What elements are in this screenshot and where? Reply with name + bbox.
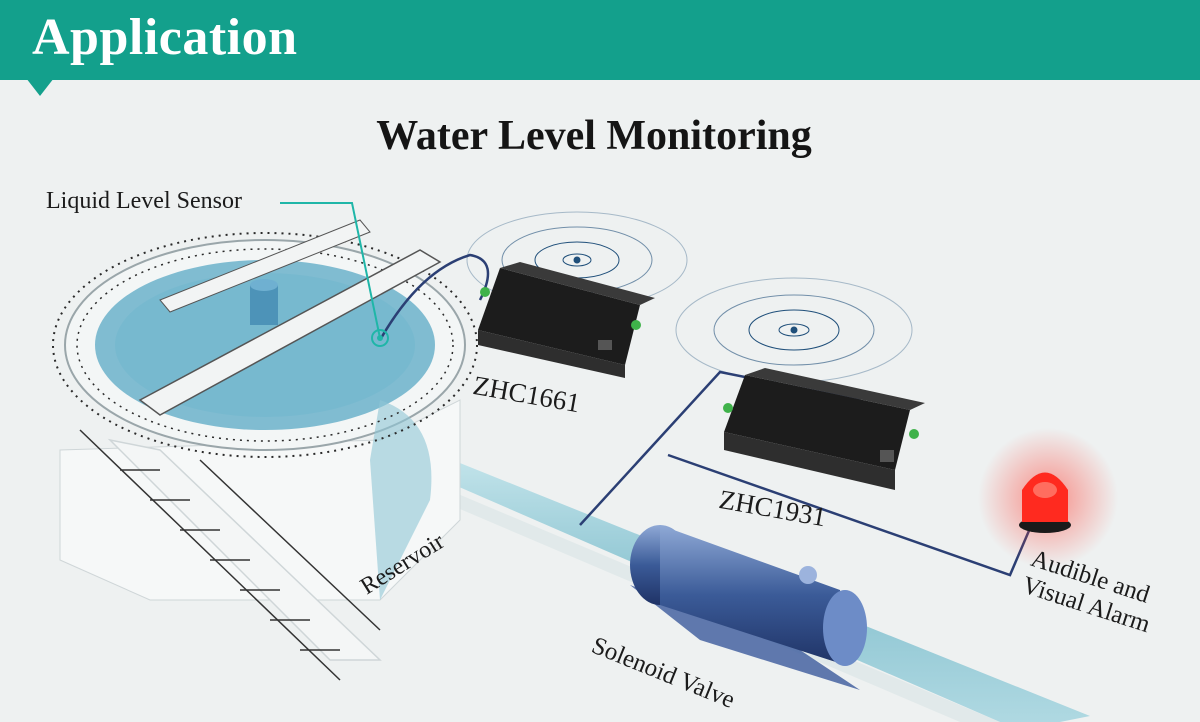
signal-cables [378,253,1042,577]
diagram-scene [52,202,1118,722]
sensor-leader-line [280,202,389,347]
banner-notch [26,78,54,96]
device-zhc1931 [723,368,925,490]
solenoid-valve [630,525,867,690]
header-banner [0,0,1200,80]
device-zhc1661 [478,262,655,378]
wireless-signal-rings-2 [675,277,913,383]
diagram-title: Water Level Monitoring [376,113,812,159]
staircase [79,429,382,681]
page-title: Application [32,9,298,66]
label-liquid-level-sensor: Liquid Level Sensor [46,188,242,214]
alarm-light [978,428,1118,568]
